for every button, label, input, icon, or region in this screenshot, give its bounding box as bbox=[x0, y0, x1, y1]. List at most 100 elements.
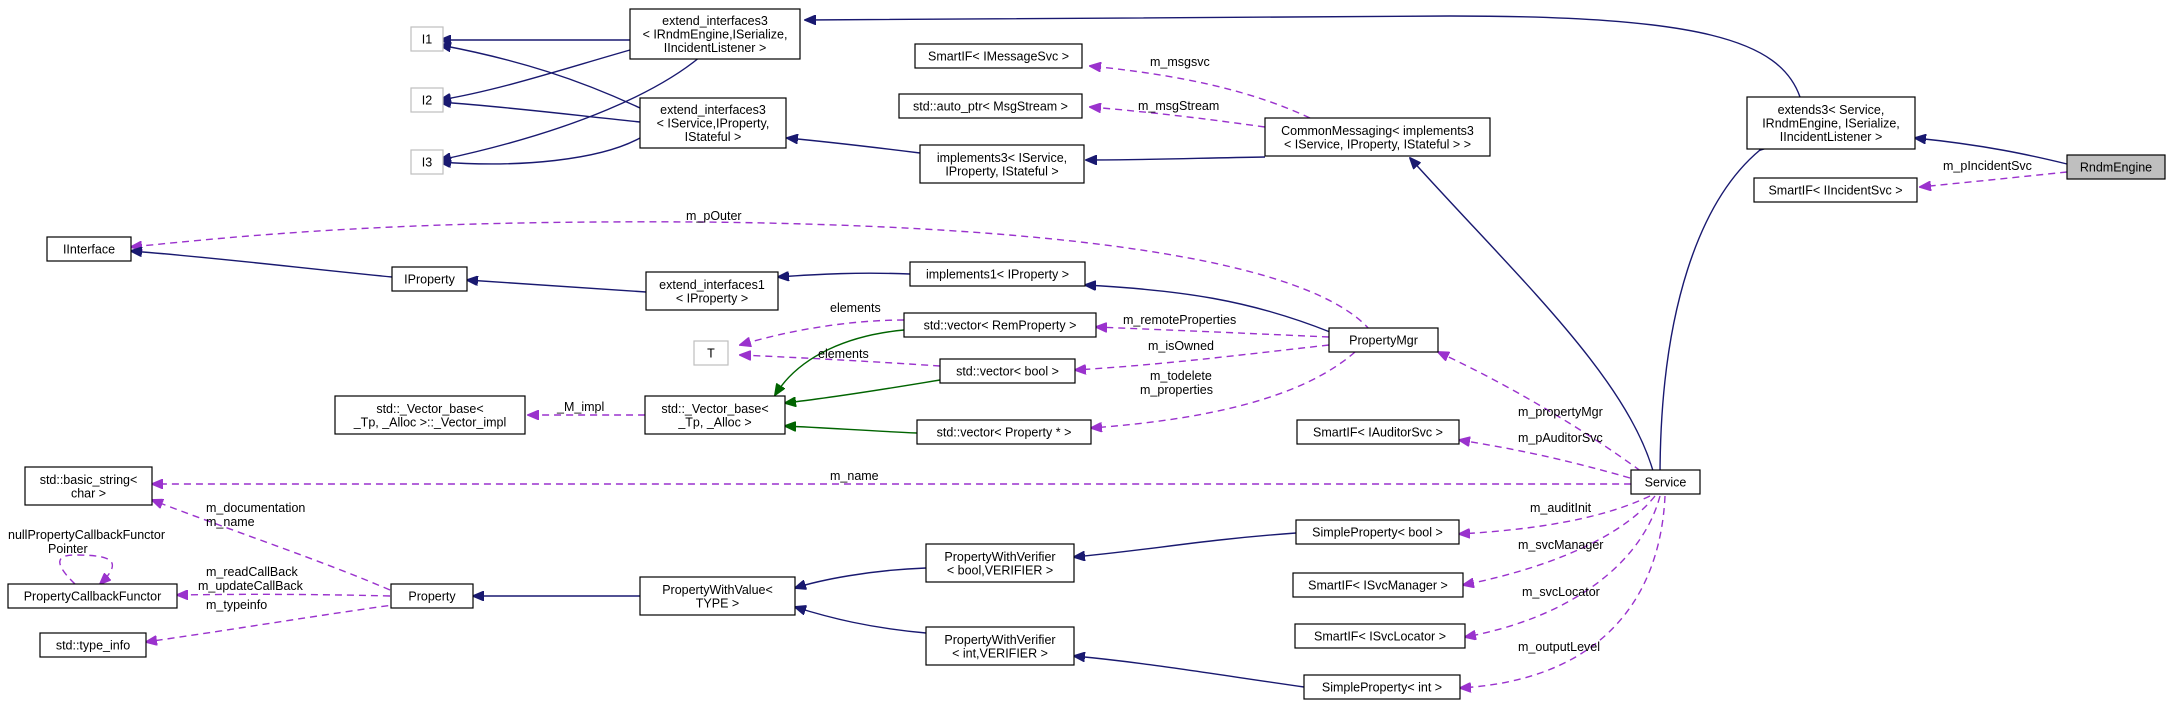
class-node-extends3[interactable]: extends3< Service,IRndmEngine, ISerializ… bbox=[1746, 96, 1916, 150]
class-node-smartif-imessagesvc[interactable]: SmartIF< IMessageSvc > bbox=[914, 43, 1083, 69]
class-node-iproperty[interactable]: IProperty bbox=[391, 266, 468, 292]
class-node-i2[interactable]: I2 bbox=[410, 87, 444, 113]
label-m-typeinfo: m_typeinfo bbox=[206, 598, 267, 612]
label-m-updatecallback: m_updateCallBack bbox=[198, 579, 304, 593]
class-node-propertycallbackfunctor[interactable]: PropertyCallbackFunctor bbox=[7, 583, 178, 609]
class-node-commonmessaging[interactable]: CommonMessaging< implements3< IService, … bbox=[1264, 117, 1491, 157]
class-node-label: SmartIF< IIncidentSvc > bbox=[1768, 184, 1902, 198]
edge-callbacks bbox=[177, 594, 391, 596]
class-node-vector-base[interactable]: std::_Vector_base<_Tp, _Alloc > bbox=[644, 395, 786, 435]
edge-elements-remprop bbox=[740, 319, 905, 345]
class-node-label: _Tp, _Alloc >::_Vector_impl bbox=[353, 415, 507, 429]
label-m-svclocator: m_svcLocator bbox=[1522, 585, 1600, 599]
class-node-basic-string[interactable]: std::basic_string<char > bbox=[24, 466, 153, 506]
label-m-outputlevel: m_outputLevel bbox=[1518, 640, 1600, 654]
class-node-box bbox=[24, 466, 153, 506]
class-node-service[interactable]: Service bbox=[1630, 469, 1701, 495]
class-node-type-info[interactable]: std::type_info bbox=[39, 632, 147, 658]
class-node-pwv-bool[interactable]: PropertyWithVerifier< bool,VERIFIER > bbox=[925, 543, 1075, 583]
label-m-msgstream: m_msgStream bbox=[1138, 99, 1219, 113]
label-m-name-service: m_name bbox=[830, 469, 879, 483]
class-node-iinterface[interactable]: IInterface bbox=[46, 236, 132, 262]
class-node-box bbox=[2066, 154, 2166, 180]
edge-m-propertymgr bbox=[1438, 352, 1651, 479]
class-node-label: PropertyCallbackFunctor bbox=[24, 590, 162, 604]
class-node-smartif-iincidentsvc[interactable]: SmartIF< IIncidentSvc > bbox=[1753, 177, 1918, 203]
class-node-box bbox=[639, 576, 796, 616]
class-node-label: std::type_info bbox=[56, 639, 130, 653]
class-node-extend-interfaces3-svc[interactable]: extend_interfaces3< IService,IProperty,I… bbox=[639, 97, 787, 149]
class-node-propertymgr[interactable]: PropertyMgr bbox=[1328, 327, 1439, 353]
edge-commonmessaging-implements3 bbox=[1086, 157, 1266, 160]
class-node-label: std::vector< bool > bbox=[956, 365, 1059, 379]
class-node-extend-interfaces1[interactable]: extend_interfaces1< IProperty > bbox=[645, 271, 779, 311]
class-node-vector-property-ptr[interactable]: std::vector< Property * > bbox=[916, 419, 1092, 445]
class-node-box bbox=[1630, 469, 1701, 495]
class-node-label: < IProperty > bbox=[676, 291, 748, 305]
class-node-implements3[interactable]: implements3< IService,IProperty, IStatef… bbox=[919, 144, 1085, 184]
class-node-label: IProperty, IStateful > bbox=[945, 164, 1058, 178]
class-node-simpleproperty-bool[interactable]: SimpleProperty< bool > bbox=[1295, 519, 1460, 545]
label-m-remoteproperties: m_remoteProperties bbox=[1123, 313, 1236, 327]
edge-m-todelete-properties bbox=[1091, 351, 1356, 428]
class-node-property[interactable]: Property bbox=[390, 583, 474, 609]
class-node-label: Service bbox=[1645, 476, 1687, 490]
edge-extif3rndm-i2 bbox=[440, 49, 631, 100]
class-node-box bbox=[916, 419, 1092, 445]
class-node-box bbox=[1295, 519, 1460, 545]
class-node-simpleproperty-int[interactable]: SimpleProperty< int > bbox=[1303, 674, 1461, 700]
class-node-label: SimpleProperty< int > bbox=[1322, 681, 1442, 695]
class-node-rndmengine[interactable]: RndmEngine bbox=[2066, 154, 2166, 180]
class-node-label: std::basic_string< bbox=[40, 473, 138, 487]
edge-spbool-pwvbool bbox=[1074, 532, 1297, 557]
class-node-label: IRndmEngine, ISerialize, bbox=[1762, 117, 1900, 131]
label-m-pincidentsvc: m_pIncidentSvc bbox=[1943, 159, 2032, 173]
class-node-label: RndmEngine bbox=[2080, 161, 2152, 175]
class-node-pwv-int[interactable]: PropertyWithVerifier< int,VERIFIER > bbox=[925, 626, 1075, 666]
class-node-label: std::vector< Property * > bbox=[937, 426, 1072, 440]
edge-extends3-service bbox=[1659, 150, 1760, 479]
class-node-auto-ptr-msgstream[interactable]: std::auto_ptr< MsgStream > bbox=[898, 93, 1083, 119]
class-node-vector-remproperty[interactable]: std::vector< RemProperty > bbox=[903, 312, 1097, 338]
class-node-i3[interactable]: I3 bbox=[410, 149, 444, 175]
edge-m-documentation-name bbox=[152, 500, 391, 591]
label-m-todelete: m_todelete bbox=[1150, 369, 1212, 383]
class-node-extend-interfaces3-rndm[interactable]: extend_interfaces3< IRndmEngine,ISeriali… bbox=[629, 8, 801, 60]
label-m-impl: _M_impl bbox=[556, 400, 604, 414]
edge-spint-pwvint bbox=[1074, 656, 1305, 688]
class-node-label: std::vector< RemProperty > bbox=[924, 319, 1077, 333]
class-node-label: SmartIF< IAuditorSvc > bbox=[1313, 426, 1443, 440]
class-node-implements1[interactable]: implements1< IProperty > bbox=[909, 261, 1086, 287]
edge-elements-bool bbox=[740, 355, 941, 367]
class-node-propertywithvalue[interactable]: PropertyWithValue<TYPE > bbox=[639, 576, 796, 616]
class-node-i1[interactable]: I1 bbox=[410, 26, 444, 52]
class-node-label: Property bbox=[408, 590, 456, 604]
class-node-t[interactable]: T bbox=[693, 340, 729, 366]
class-node-box bbox=[410, 149, 444, 175]
class-node-vector-bool[interactable]: std::vector< bool > bbox=[939, 358, 1076, 384]
edge-propertymgr-implements1 bbox=[1085, 285, 1331, 333]
label-m-properties: m_properties bbox=[1140, 383, 1213, 397]
class-node-label: SimpleProperty< bool > bbox=[1312, 526, 1443, 540]
class-node-box bbox=[629, 8, 801, 60]
class-node-label: SmartIF< ISvcLocator > bbox=[1314, 630, 1446, 644]
edge-extends3-extif3rndm bbox=[805, 16, 1801, 98]
class-node-smartif-isvcmanager[interactable]: SmartIF< ISvcManager > bbox=[1292, 572, 1464, 598]
label-m-isowned: m_isOwned bbox=[1148, 339, 1214, 353]
class-node-label: PropertyMgr bbox=[1349, 334, 1418, 348]
class-node-box bbox=[909, 261, 1086, 287]
class-node-smartif-isvclocator[interactable]: SmartIF< ISvcLocator > bbox=[1294, 623, 1466, 649]
label-elements-bool: elements bbox=[818, 347, 869, 361]
edge-implements3-extif3svc bbox=[787, 138, 921, 154]
class-node-label: extend_interfaces3 bbox=[662, 14, 768, 28]
class-node-box bbox=[925, 543, 1075, 583]
edge-m-svclocator bbox=[1465, 495, 1661, 637]
class-node-box bbox=[1264, 117, 1491, 157]
class-node-vector-base-impl[interactable]: std::_Vector_base<_Tp, _Alloc >::_Vector… bbox=[334, 395, 526, 435]
class-node-box bbox=[410, 87, 444, 113]
edge-service-commonmessaging bbox=[1410, 158, 1656, 479]
class-node-label: extends3< Service, bbox=[1778, 103, 1885, 117]
class-node-smartif-iauditorsvc[interactable]: SmartIF< IAuditorSvc > bbox=[1296, 419, 1460, 445]
class-node-box bbox=[1328, 327, 1439, 353]
